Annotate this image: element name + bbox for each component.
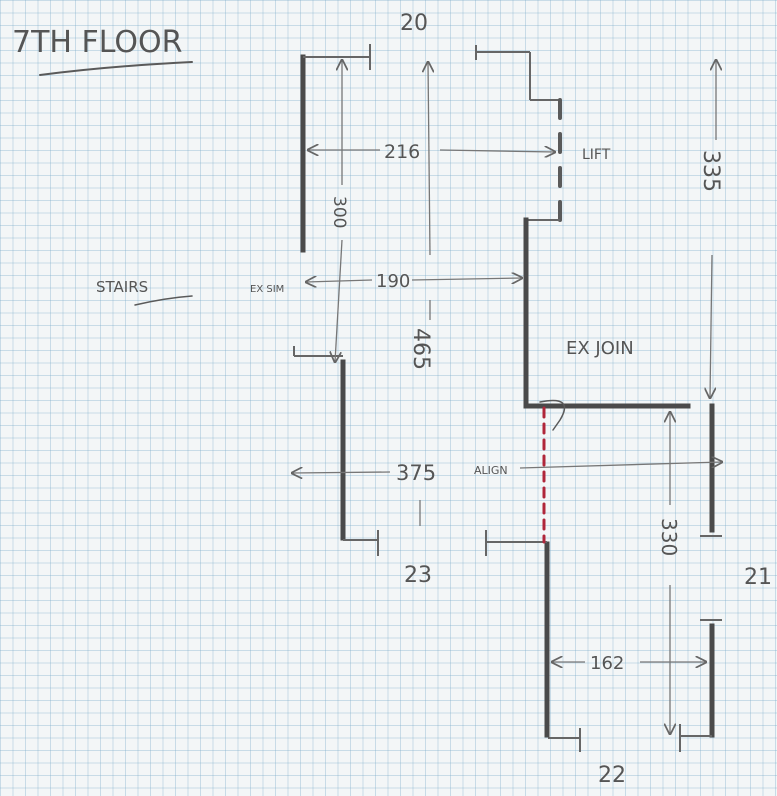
dimension-lines: [292, 60, 722, 734]
lift-label: LIFT: [582, 147, 611, 163]
dim-465-top: [428, 62, 430, 256]
room-number-top: 20: [400, 11, 428, 36]
dim-label-190: 190: [376, 271, 410, 292]
dim-190-left: [306, 280, 373, 282]
ex-sim-label: EX SIM: [250, 284, 284, 295]
room-number-right: 21: [744, 565, 772, 590]
room-number-bottom: 22: [598, 763, 626, 788]
stairs-underline: [134, 295, 193, 306]
dim-label-162: 162: [590, 653, 624, 674]
dim-216-right: [439, 150, 555, 152]
dim-375-right: [519, 462, 722, 469]
page-title: 7TH FLOOR: [12, 25, 182, 60]
dim-190-right: [411, 278, 522, 280]
room-number-left-bottom: 23: [404, 563, 432, 588]
stairs-label: STAIRS: [96, 278, 148, 296]
dim-300-bottom: [335, 239, 343, 362]
dim-label-300: 300: [329, 196, 349, 228]
dim-label-375: 375: [396, 461, 436, 485]
ex-join-label: EX JOIN: [566, 338, 634, 359]
dim-335-bottom: [710, 254, 712, 398]
dim-label-216: 216: [384, 141, 420, 163]
ex-join-arrow: [539, 399, 566, 431]
align-label: ALIGN: [474, 464, 508, 477]
title-underline: [39, 61, 193, 76]
dim-label-465: 465: [408, 328, 433, 370]
dim-label-330: 330: [657, 518, 681, 556]
dim-375-left: [292, 472, 391, 473]
dim-label-335: 335: [698, 150, 723, 192]
